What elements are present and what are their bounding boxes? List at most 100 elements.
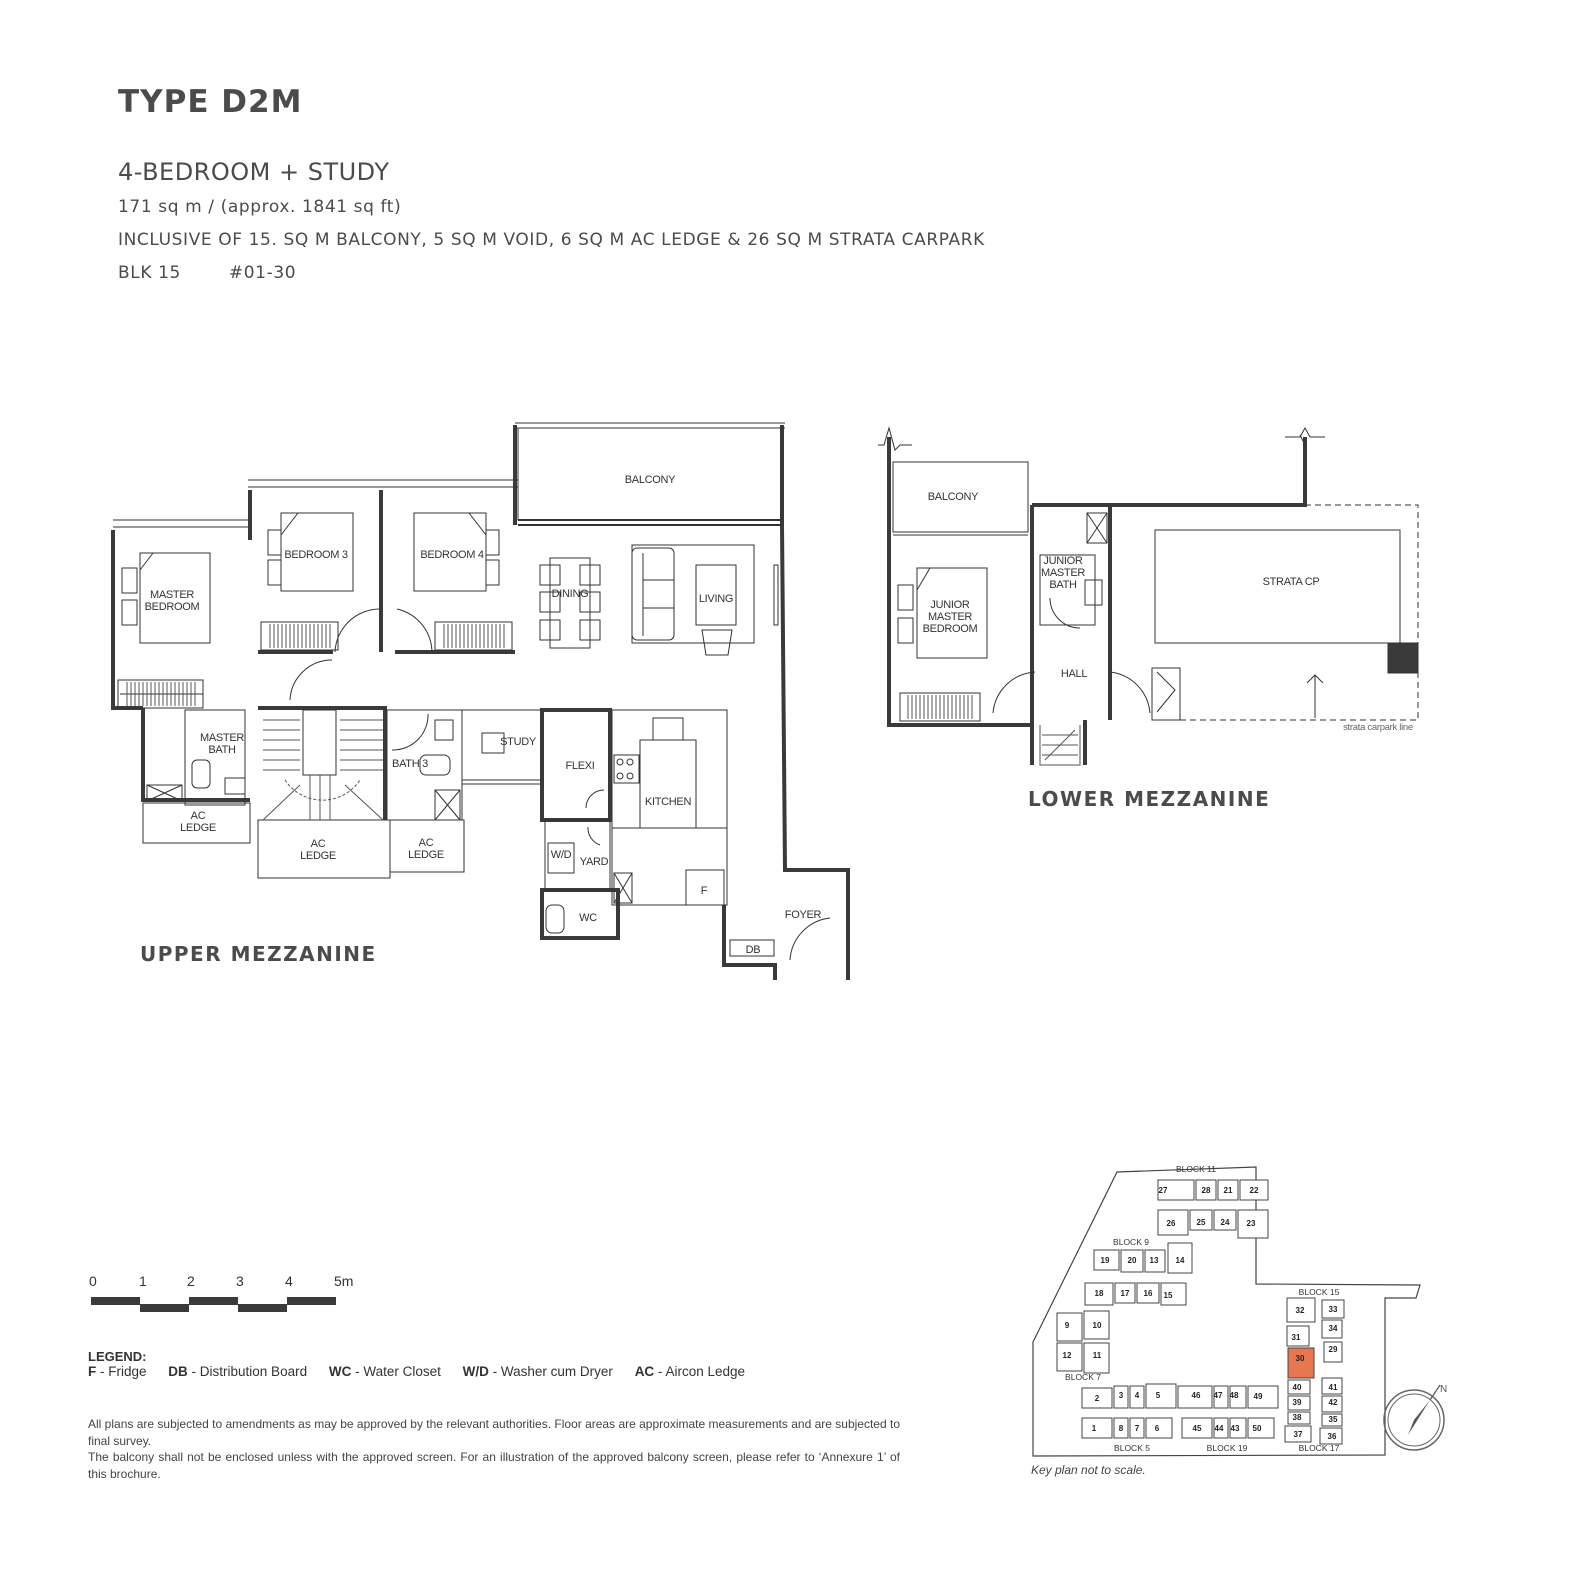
svg-text:23: 23 [1247,1219,1256,1228]
svg-text:22: 22 [1250,1186,1259,1195]
svg-text:7: 7 [1135,1424,1140,1433]
svg-text:13: 13 [1150,1256,1159,1265]
scale-tick-0: 0 [89,1273,97,1289]
room-bath-3: BATH 3 [392,758,428,770]
svg-text:18: 18 [1095,1289,1104,1298]
svg-text:20: 20 [1128,1256,1137,1265]
lower-mezzanine-label: LOWER MEZZANINE [1028,787,1271,811]
svg-text:1: 1 [1092,1424,1097,1433]
key-block-7: BLOCK 7 [1065,1372,1101,1382]
disclaimer: All plans are subjected to amendments as… [88,1416,900,1482]
upper-mezzanine-plan: BALCONY MASTER BEDROOM BEDROOM 3 BEDROOM… [111,422,850,980]
svg-text:36: 36 [1328,1432,1337,1441]
room-distribution-board: DB [746,944,761,956]
room-junior-master-bedroom-l1: JUNIOR [930,599,970,611]
svg-text:38: 38 [1293,1413,1302,1422]
svg-text:30: 30 [1296,1354,1305,1363]
unit-area: 171 sq m / (approx. 1841 sq ft) [118,197,402,217]
svg-text:6: 6 [1155,1424,1160,1433]
room-master-bath-l1: MASTER [200,732,244,744]
room-study: STUDY [500,736,537,748]
svg-text:10: 10 [1093,1321,1102,1330]
unit-inclusions: INCLUSIVE OF 15. SQ M BALCONY, 5 SQ M VO… [118,230,985,250]
room-washer-dryer: W/D [551,849,572,861]
room-ac-ledge-1-l1: AC [191,810,206,822]
svg-text:8: 8 [1119,1424,1124,1433]
svg-text:43: 43 [1231,1424,1240,1433]
scale-tick-4: 4 [285,1273,293,1289]
svg-text:28: 28 [1202,1186,1211,1195]
block-number: BLK 15 [118,263,181,283]
room-balcony-lower: BALCONY [928,491,979,503]
scale-tick-3: 3 [236,1273,244,1289]
room-bedroom-4: BEDROOM 4 [420,549,483,561]
svg-text:25: 25 [1197,1218,1206,1227]
svg-text:24: 24 [1221,1218,1230,1227]
room-master-bedroom-l2: BEDROOM [145,601,200,613]
room-yard: YARD [580,856,609,868]
unit-number: #01-30 [228,263,297,283]
unit-configuration: 4-BEDROOM + STUDY [118,158,390,186]
room-junior-master-bedroom-l3: BEDROOM [923,623,978,635]
svg-text:39: 39 [1293,1398,1302,1407]
scale-tick-2: 2 [187,1273,195,1289]
room-balcony-upper: BALCONY [625,474,676,486]
svg-text:2: 2 [1095,1394,1100,1403]
svg-text:50: 50 [1253,1424,1262,1433]
highlighted-unit-30 [1287,1347,1315,1379]
room-hall: HALL [1061,668,1087,680]
svg-text:29: 29 [1329,1345,1338,1354]
legend-items: F - Fridge DB - Distribution Board WC - … [88,1364,763,1379]
room-ac-ledge-2-l2: LEDGE [300,850,336,862]
strata-carpark-line-label: strata carpark line [1343,722,1413,733]
key-plan: BLOCK 11 BLOCK 9 BLOCK 7 BLOCK 5 BLOCK 1… [1032,1164,1447,1457]
svg-text:40: 40 [1293,1383,1302,1392]
key-block-15: BLOCK 15 [1299,1287,1340,1297]
legend-item-fridge: F - Fridge [88,1364,147,1379]
disclaimer-line-1: All plans are subjected to amendments as… [88,1417,900,1448]
lower-mezzanine-plan: BALCONY JUNIOR MASTER BEDROOM JUNIOR MAS… [878,426,1419,766]
svg-text:32: 32 [1296,1306,1305,1315]
svg-text:47: 47 [1214,1391,1223,1400]
svg-text:37: 37 [1294,1430,1303,1439]
unit-type-title: TYPE D2M [118,84,303,120]
scale-bar-graphic [91,1297,336,1312]
key-block-19: BLOCK 19 [1207,1443,1248,1453]
svg-text:34: 34 [1329,1324,1338,1333]
svg-text:46: 46 [1192,1391,1201,1400]
svg-text:21: 21 [1224,1186,1233,1195]
room-junior-master-bath-l1: JUNIOR [1043,555,1083,567]
svg-text:44: 44 [1215,1424,1224,1433]
svg-text:42: 42 [1329,1398,1338,1407]
svg-text:27: 27 [1159,1186,1168,1195]
scale-tick-1: 1 [139,1273,147,1289]
scale-tick-5m: 5m [334,1273,354,1289]
svg-text:31: 31 [1292,1333,1301,1342]
legend-item-distribution-board: DB - Distribution Board [168,1364,308,1379]
room-junior-master-bath-l3: BATH [1049,579,1077,591]
svg-text:35: 35 [1329,1415,1338,1424]
svg-text:26: 26 [1167,1219,1176,1228]
legend-item-aircon-ledge: AC - Aircon Ledge [634,1364,746,1379]
svg-text:19: 19 [1101,1256,1110,1265]
unit-location: BLK 15 #01-30 [118,263,296,283]
svg-text:17: 17 [1121,1289,1130,1298]
room-bedroom-3: BEDROOM 3 [284,549,347,561]
room-junior-master-bedroom-l2: MASTER [928,611,972,623]
svg-text:45: 45 [1193,1424,1202,1433]
key-block-11: BLOCK 11 [1176,1164,1216,1174]
legend-title: LEGEND: [88,1349,147,1364]
room-ac-ledge-1-l2: LEDGE [180,822,216,834]
room-ac-ledge-3-l1: AC [419,837,434,849]
room-living: LIVING [699,593,733,605]
svg-text:11: 11 [1093,1351,1102,1360]
svg-text:48: 48 [1230,1391,1239,1400]
svg-text:14: 14 [1176,1256,1185,1265]
key-block-17: BLOCK 17 [1299,1443,1340,1453]
room-ac-ledge-2-l1: AC [311,838,326,850]
svg-text:49: 49 [1254,1392,1263,1401]
room-flexi: FLEXI [565,760,594,772]
room-kitchen: KITCHEN [645,796,692,808]
legend-item-water-closet: WC - Water Closet [328,1364,441,1379]
room-junior-master-bath-l2: MASTER [1041,567,1085,579]
